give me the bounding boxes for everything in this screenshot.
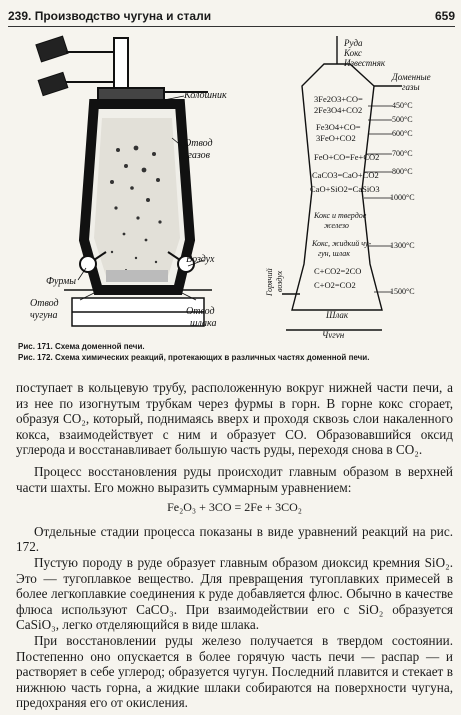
temp-700: 700°C — [392, 149, 413, 158]
hot-air-2: воздух — [275, 270, 284, 292]
paragraph-4: Пустую породу в руде образует главным об… — [16, 554, 453, 633]
reaction-11: гун, шлак — [318, 249, 350, 258]
caption-171: Рис. 171. Схема доменной печи. — [18, 342, 145, 351]
paragraph-5: При восстановлении руды железо получаетс… — [16, 632, 453, 711]
scheme-outline — [282, 36, 402, 331]
reaction-2: 2Fe3O4+CO2 — [314, 105, 362, 115]
charging-skips — [35, 35, 120, 97]
reaction-8: Кокс и твердое — [313, 211, 367, 220]
reaction-9: железо — [324, 221, 349, 230]
foundation — [64, 289, 212, 327]
reaction-5: FeO+CO=Fe+CO2 — [314, 152, 379, 162]
header-rule — [8, 26, 455, 27]
temp-ticks — [364, 105, 392, 293]
section-title: 239. Производство чугуна и стали — [8, 9, 212, 23]
gases-2: газы — [402, 82, 420, 92]
label-otvod-chuguna-1: Отвод — [30, 298, 59, 309]
reaction-7: CaO+SiO2=CaSiO3 — [310, 184, 380, 194]
label-vozdukh: Воздух — [186, 254, 215, 265]
figure-172-reactions: Руда Кокс Известняк Доменные газы 3Fe2O3… — [265, 36, 431, 338]
label-otvod-gazov-1: Отвод — [184, 138, 213, 149]
reaction-10: Кокс, жидкий чу- — [311, 239, 372, 248]
reaction-3: Fe3O4+CO= — [316, 122, 361, 132]
slag-label: Шлак — [325, 310, 349, 320]
label-koloshnik: Колошник — [183, 90, 227, 101]
gases-1: Доменные — [391, 72, 431, 82]
caption-172: Рис. 172. Схема химических реакций, прот… — [18, 353, 370, 362]
figure-captions: Рис. 171. Схема доменной печи. Рис. 172.… — [18, 341, 458, 363]
label-otvod-gazov-2: газов — [188, 150, 211, 161]
temp-450: 450°C — [392, 101, 413, 110]
temp-1300: 1300°C — [390, 241, 415, 250]
label-furmy: Фурмы — [46, 276, 76, 287]
page-number: 659 — [434, 9, 455, 23]
paragraph-3: Отдельные стадии процесса показаны в вид… — [16, 523, 453, 555]
tuyere-ring — [79, 251, 195, 273]
running-header: 239. Производство чугуна и стали 659 — [8, 9, 455, 25]
paragraph-1: поступает в кольцевую трубу, расположенн… — [16, 380, 453, 458]
temp-600: 600°C — [392, 129, 413, 138]
temp-500: 500°C — [392, 115, 413, 124]
figure-171-blast-furnace: Колошник Отвод газов Воздух Фурмы Отвод … — [30, 35, 227, 329]
temp-800: 800°C — [392, 167, 413, 176]
paragraph-2: Процесс восстановления руды происходит г… — [16, 463, 453, 495]
input-izvestnyak: Известняк — [343, 58, 386, 68]
label-otvod-shlaka-2: шлака — [190, 318, 216, 329]
reaction-6: CaCO3=CaO+CO2 — [312, 170, 379, 180]
label-otvod-shlaka-1: Отвод — [186, 306, 215, 317]
reaction-4: 3FeO+CO2 — [316, 133, 356, 143]
input-koks: Кокс — [343, 48, 362, 58]
reaction-1: 3Fe2O3+CO= — [314, 94, 363, 104]
reaction-13: C+O2=CO2 — [314, 280, 356, 290]
temp-1500: 1500°C — [390, 287, 415, 296]
reaction-12: C+CO2=2CO — [314, 266, 361, 276]
furnace-body — [78, 99, 196, 295]
label-otvod-chuguna-2: чугуна — [30, 310, 58, 321]
hot-air-1: Горячий — [265, 268, 274, 297]
equation: Fe₂O₃ + 3CO = 2Fe + 3CO₂ — [167, 500, 302, 515]
input-ruda: Руда — [343, 38, 363, 48]
iron-label: Чугун — [322, 330, 345, 338]
temp-1000: 1000°C — [390, 193, 415, 202]
body-text: поступает в кольцевую трубу, расположенн… — [16, 380, 453, 711]
